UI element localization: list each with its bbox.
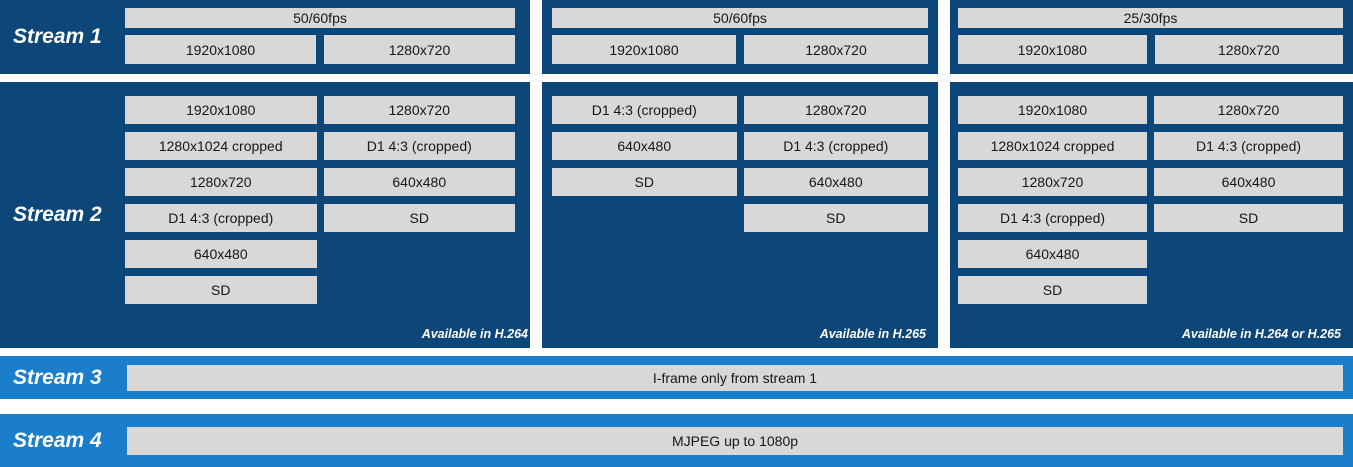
resolution-box: D1 4:3 (cropped) (125, 204, 317, 232)
stream2-panel-h264: Stream 2 1920x1080 1280x1024 cropped 128… (0, 82, 530, 348)
fps-box: 25/30fps (958, 8, 1343, 28)
resolution-box: D1 4:3 (cropped) (1154, 132, 1343, 160)
stream2-panel-mixed: 1920x1080 1280x1024 cropped 1280x720 D1 … (950, 82, 1353, 348)
stream3-label: Stream 3 (13, 365, 102, 389)
resolution-box: SD (958, 276, 1147, 304)
codec-availability-caption: Available in H.265 (819, 327, 926, 341)
resolution-box: 1280x720 (125, 168, 317, 196)
fps-box: 50/60fps (552, 8, 928, 28)
resolution-box: 1920x1080 (552, 35, 736, 64)
stream1-panel-h264: Stream 1 50/60fps 1920x1080 1280x720 (0, 0, 530, 74)
resolution-box: 640x480 (125, 240, 317, 268)
stream1-panel-h265: 50/60fps 1920x1080 1280x720 (542, 0, 938, 74)
resolution-box: D1 4:3 (cropped) (958, 204, 1147, 232)
resolution-box: D1 4:3 (cropped) (552, 96, 737, 124)
resolution-box: 1280x1024 cropped (958, 132, 1147, 160)
resolution-box: 1280x720 (323, 96, 515, 124)
resolution-box: SD (1154, 204, 1343, 232)
resolution-box: 1280x720 (958, 168, 1147, 196)
resolution-box: D1 4:3 (cropped) (323, 132, 515, 160)
stream2-panel-h265: D1 4:3 (cropped) 640x480 SD 1280x720 D1 … (542, 82, 938, 348)
codec-availability-caption: Available in H.264 or H.265 (1181, 327, 1341, 341)
stream3-row: Stream 3 I-frame only from stream 1 (0, 356, 1353, 399)
resolution-box: 1280x1024 cropped (125, 132, 317, 160)
resolution-box: 1920x1080 (125, 96, 317, 124)
stream4-label: Stream 4 (13, 428, 102, 452)
stream2-row: Stream 2 1920x1080 1280x1024 cropped 128… (0, 82, 1353, 348)
stream4-description-bar: MJPEG up to 1080p (127, 427, 1343, 455)
fps-box: 50/60fps (125, 8, 515, 28)
resolution-box: 1280x720 (324, 35, 515, 64)
stream3-description-bar: I-frame only from stream 1 (127, 365, 1343, 391)
resolution-box: 640x480 (743, 168, 928, 196)
resolution-box: SD (552, 168, 737, 196)
stream4-row: Stream 4 MJPEG up to 1080p (0, 414, 1353, 467)
stream1-label: Stream 1 (13, 25, 102, 48)
stream2-label: Stream 2 (13, 203, 102, 226)
resolution-box: D1 4:3 (cropped) (743, 132, 928, 160)
stream1-row: Stream 1 50/60fps 1920x1080 1280x720 50/… (0, 0, 1353, 74)
resolution-box: 1280x720 (1154, 35, 1343, 64)
resolution-box: SD (323, 204, 515, 232)
resolution-box: 1920x1080 (958, 96, 1147, 124)
resolution-box: SD (743, 204, 928, 232)
resolution-box: SD (125, 276, 317, 304)
stream1-panel-mixed: 25/30fps 1920x1080 1280x720 (950, 0, 1353, 74)
resolution-box: 1920x1080 (958, 35, 1147, 64)
resolution-box: 640x480 (552, 132, 737, 160)
resolution-box: 1920x1080 (125, 35, 316, 64)
resolution-box: 1280x720 (743, 96, 928, 124)
resolution-box: 640x480 (958, 240, 1147, 268)
resolution-box: 1280x720 (1154, 96, 1343, 124)
codec-availability-caption: Available in H.264 (421, 327, 528, 341)
resolution-box: 640x480 (323, 168, 515, 196)
resolution-box: 1280x720 (744, 35, 928, 64)
resolution-box: 640x480 (1154, 168, 1343, 196)
